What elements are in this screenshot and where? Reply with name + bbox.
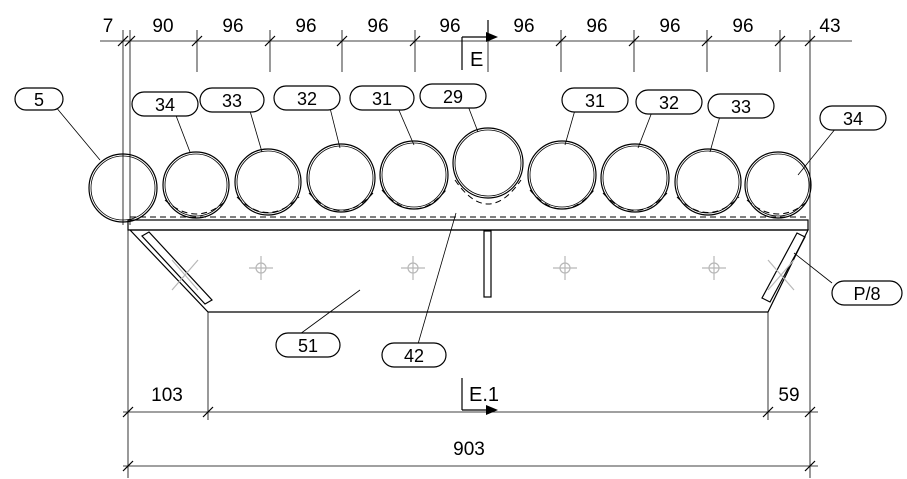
pipe-31-right xyxy=(527,140,597,210)
pipe-33-left xyxy=(234,148,302,216)
label-beam-42: 42 xyxy=(404,346,424,366)
part-labels: 51 42 P/8 xyxy=(275,212,903,368)
top-dimension-9: 96 xyxy=(659,16,680,37)
top-dimension-4: 96 xyxy=(295,16,316,37)
bottom-dimension-chain: 103 59 903 xyxy=(122,225,818,478)
pipe-5 xyxy=(88,153,158,223)
overall-dimension: 903 xyxy=(453,439,485,460)
pipe-labels: 5 34 33 32 31 29 31 32 33 34 xyxy=(14,83,887,176)
top-dimension-7: 96 xyxy=(513,16,534,37)
top-dimension-10: 96 xyxy=(732,16,753,37)
pipe-31-left xyxy=(379,140,449,210)
beam-42 xyxy=(127,216,809,231)
top-dimension-chain: 7 90 96 96 96 96 96 96 96 96 43 xyxy=(100,16,852,225)
label-stiffener-p8: P/8 xyxy=(853,284,880,304)
pipe-34-left xyxy=(162,151,230,219)
top-dimension-6: 96 xyxy=(439,16,460,37)
label-pipe-31-right: 31 xyxy=(585,91,605,111)
bottom-dimension-right: 59 xyxy=(778,385,799,406)
bottom-dimension-left: 103 xyxy=(151,385,183,406)
section-mark-top: E xyxy=(461,20,498,71)
top-dimension-5: 96 xyxy=(367,16,388,37)
top-dimension-11: 43 xyxy=(819,16,840,37)
label-pipe-32-right: 32 xyxy=(659,93,679,113)
pipe-34-right xyxy=(744,151,812,219)
section-mark-bottom: E.1 xyxy=(461,378,499,415)
pipe-32-left xyxy=(306,143,376,213)
label-plate-51: 51 xyxy=(298,336,318,356)
section-label-bottom: E.1 xyxy=(469,384,499,406)
pipes xyxy=(88,127,812,223)
label-pipe-33-left: 33 xyxy=(222,91,242,111)
label-pipe-29: 29 xyxy=(443,87,463,107)
label-pipe-34-right: 34 xyxy=(843,109,863,129)
section-label-top: E xyxy=(470,49,483,71)
plate-51 xyxy=(128,229,809,313)
pipe-33-right xyxy=(674,148,742,216)
top-dimension-3: 96 xyxy=(222,16,243,37)
label-pipe-34-left: 34 xyxy=(155,95,175,115)
pipe-32-right xyxy=(600,143,670,213)
top-dimension-1: 7 xyxy=(103,16,114,37)
label-pipe-31-left: 31 xyxy=(372,89,392,109)
top-dimension-8: 96 xyxy=(586,16,607,37)
top-dimension-2: 90 xyxy=(152,16,173,37)
label-pipe-33-right: 33 xyxy=(731,97,751,117)
label-pipe-5: 5 xyxy=(34,90,44,110)
label-pipe-32-left: 32 xyxy=(297,89,317,109)
pipe-29 xyxy=(452,127,524,205)
